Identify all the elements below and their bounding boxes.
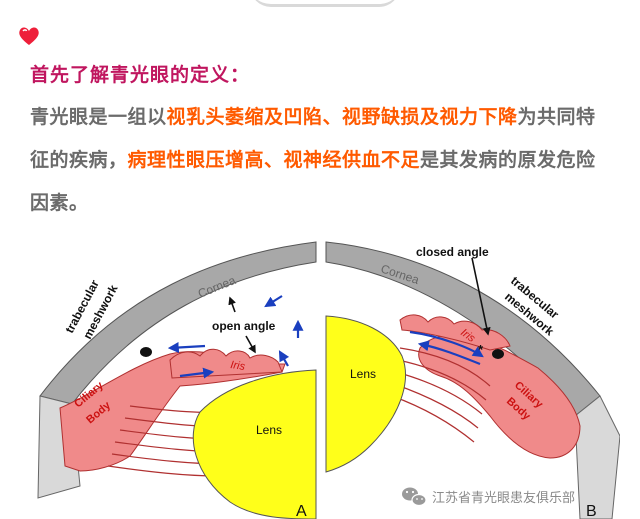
panel-a-iris-label: Iris (230, 359, 247, 373)
panel-b-asterisk: * (478, 342, 484, 357)
panel-a-letter: A (296, 503, 307, 519)
panel-a-lens-label: Lens (256, 423, 282, 437)
paragraph-text-3: 是其发病的原发危险因素。 (30, 149, 596, 214)
panel-b: * Cornea closed angle trabecular meshwor… (325, 241, 620, 519)
glaucoma-angle-diagram: Cornea trabecular meshwork open angle Ir… (20, 236, 620, 519)
panel-a-lens (192, 369, 317, 519)
panel-b-iris (399, 314, 511, 351)
panel-a-flow-arrow-1 (167, 342, 206, 353)
paragraph-text-2: 为共同特征的疾病， (30, 106, 596, 171)
panel-b-flow-arrow-1 (409, 330, 484, 358)
panel-a-open-angle-label: open angle (212, 319, 276, 333)
heart-icon (19, 27, 39, 45)
panel-a-trabecular-dot (140, 347, 152, 357)
top-decorative-arc (250, 0, 400, 7)
panel-a-iris (169, 348, 283, 379)
panel-b-closed-angle-label: closed angle (416, 245, 489, 259)
watermark-text: 江苏省青光眼患友俱乐部 (432, 490, 575, 506)
panel-b-letter: B (586, 503, 597, 519)
panel-b-lens-label: Lens (350, 367, 376, 381)
panel-a-cornea (39, 241, 317, 405)
section-heading: 首先了解青光眼的定义： (30, 64, 251, 86)
panel-a-flow-arrow-5 (278, 350, 290, 367)
panel-b-flow-arrow-2 (417, 340, 481, 366)
panel-a-flow-arrow-2 (179, 367, 215, 379)
panel-b-trabecular-dot (492, 349, 504, 359)
watermark: 江苏省青光眼患友俱乐部 (402, 487, 575, 507)
panel-a: Cornea trabecular meshwork open angle Ir… (20, 241, 317, 519)
definition-paragraph: 青光眼是一组以视乳头萎缩及凹陷、视野缺损及视力下降为共同特征的疾病，病理性眼压增… (30, 96, 615, 225)
panel-a-flow-arrow-3 (264, 295, 283, 308)
panel-b-lens (325, 315, 406, 473)
paragraph-highlight-1: 视乳头萎缩及凹陷、视野缺损及视力下降 (166, 106, 518, 128)
paragraph-highlight-2: 病理性眼压增高、视神经供血不足 (127, 149, 421, 171)
paragraph-text-1: 青光眼是一组以 (30, 106, 167, 128)
wechat-icon (402, 487, 427, 507)
